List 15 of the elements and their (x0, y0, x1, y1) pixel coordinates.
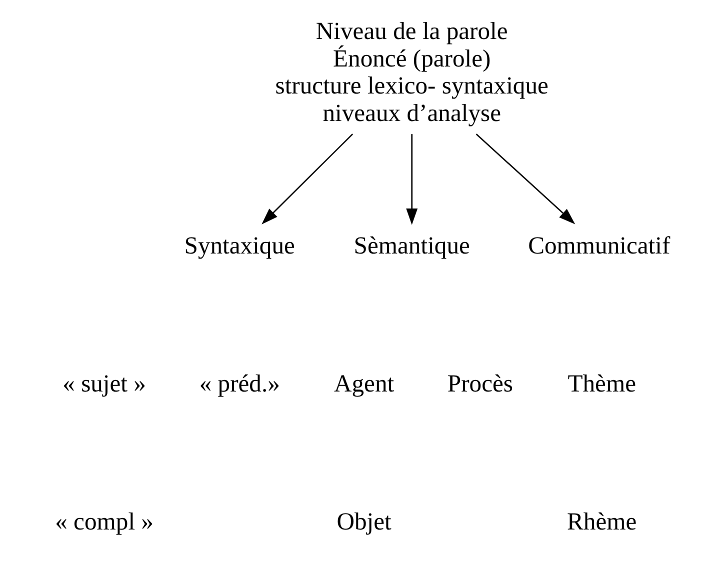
label: Rhème (567, 508, 637, 536)
label: Thème (568, 370, 636, 398)
label: « sujet » (62, 370, 146, 398)
node-text: Communicatif (528, 232, 670, 260)
label: Procès (447, 370, 514, 398)
node-text: Niveau de la parole Énoncé (parole) structure lexico- syntaxique niveaux d’analyse (275, 18, 548, 127)
label: « préd.» (199, 370, 280, 398)
label: Agent (334, 370, 394, 398)
label: « compl » (55, 508, 154, 536)
node-text: Sèmantique (354, 232, 470, 260)
node-text: Syntaxique (184, 232, 295, 260)
arrow (476, 134, 576, 224)
arrow (406, 134, 418, 225)
arrow (262, 134, 354, 224)
label: Objet (336, 508, 392, 536)
